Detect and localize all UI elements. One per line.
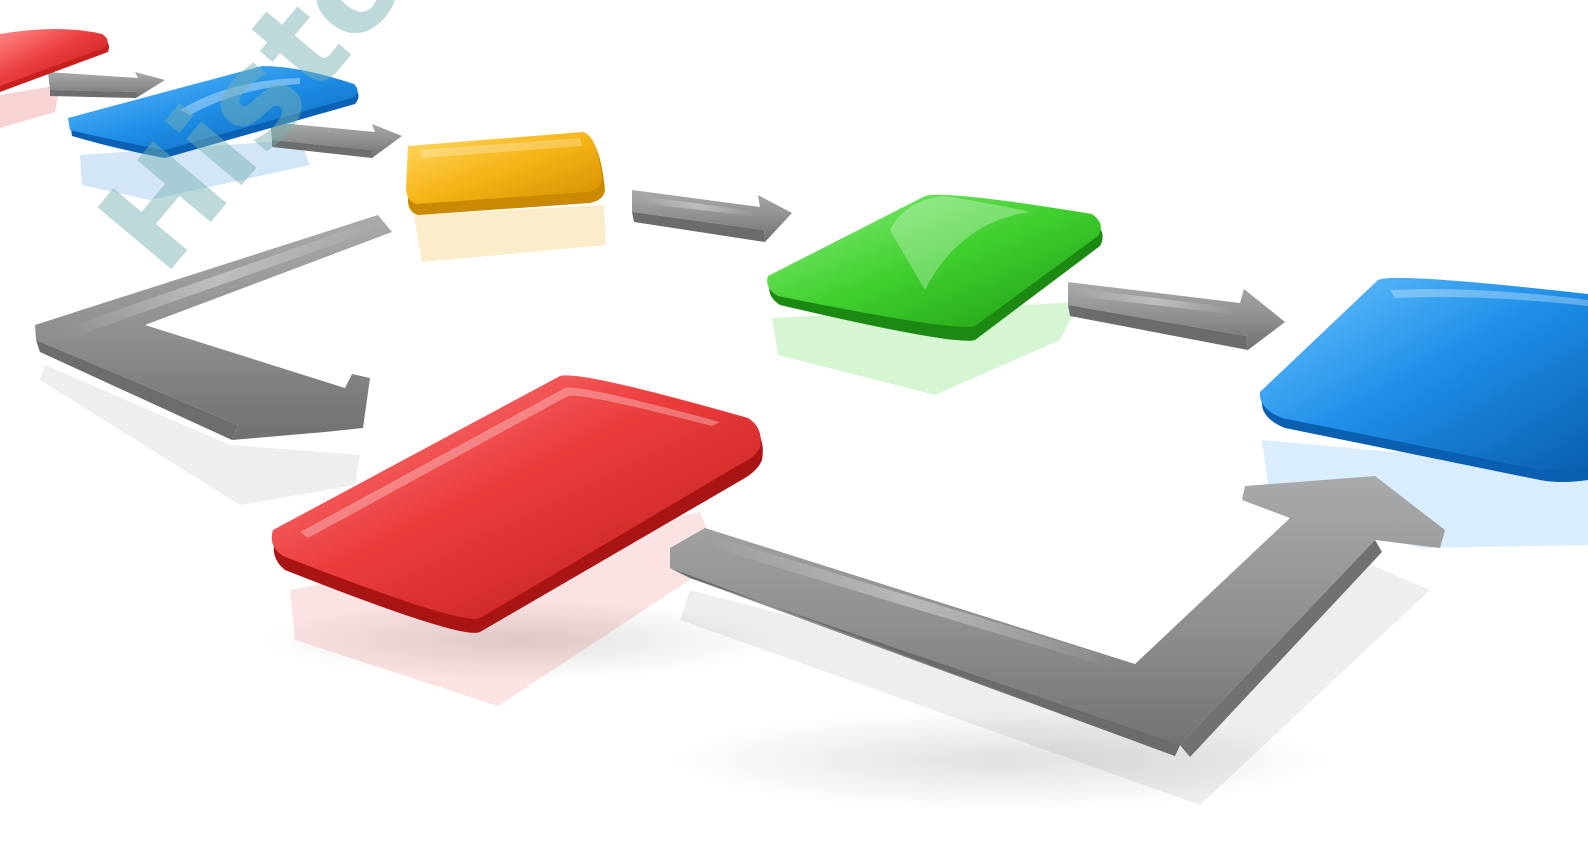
yellow-reflection (414, 205, 606, 262)
arrow-4 (1068, 282, 1285, 350)
shadow (670, 710, 1330, 810)
arrow-1 (48, 72, 165, 98)
shadow (260, 600, 780, 680)
arrow-3 (632, 190, 792, 242)
block-yellow (406, 132, 605, 215)
reflections (0, 85, 1588, 805)
